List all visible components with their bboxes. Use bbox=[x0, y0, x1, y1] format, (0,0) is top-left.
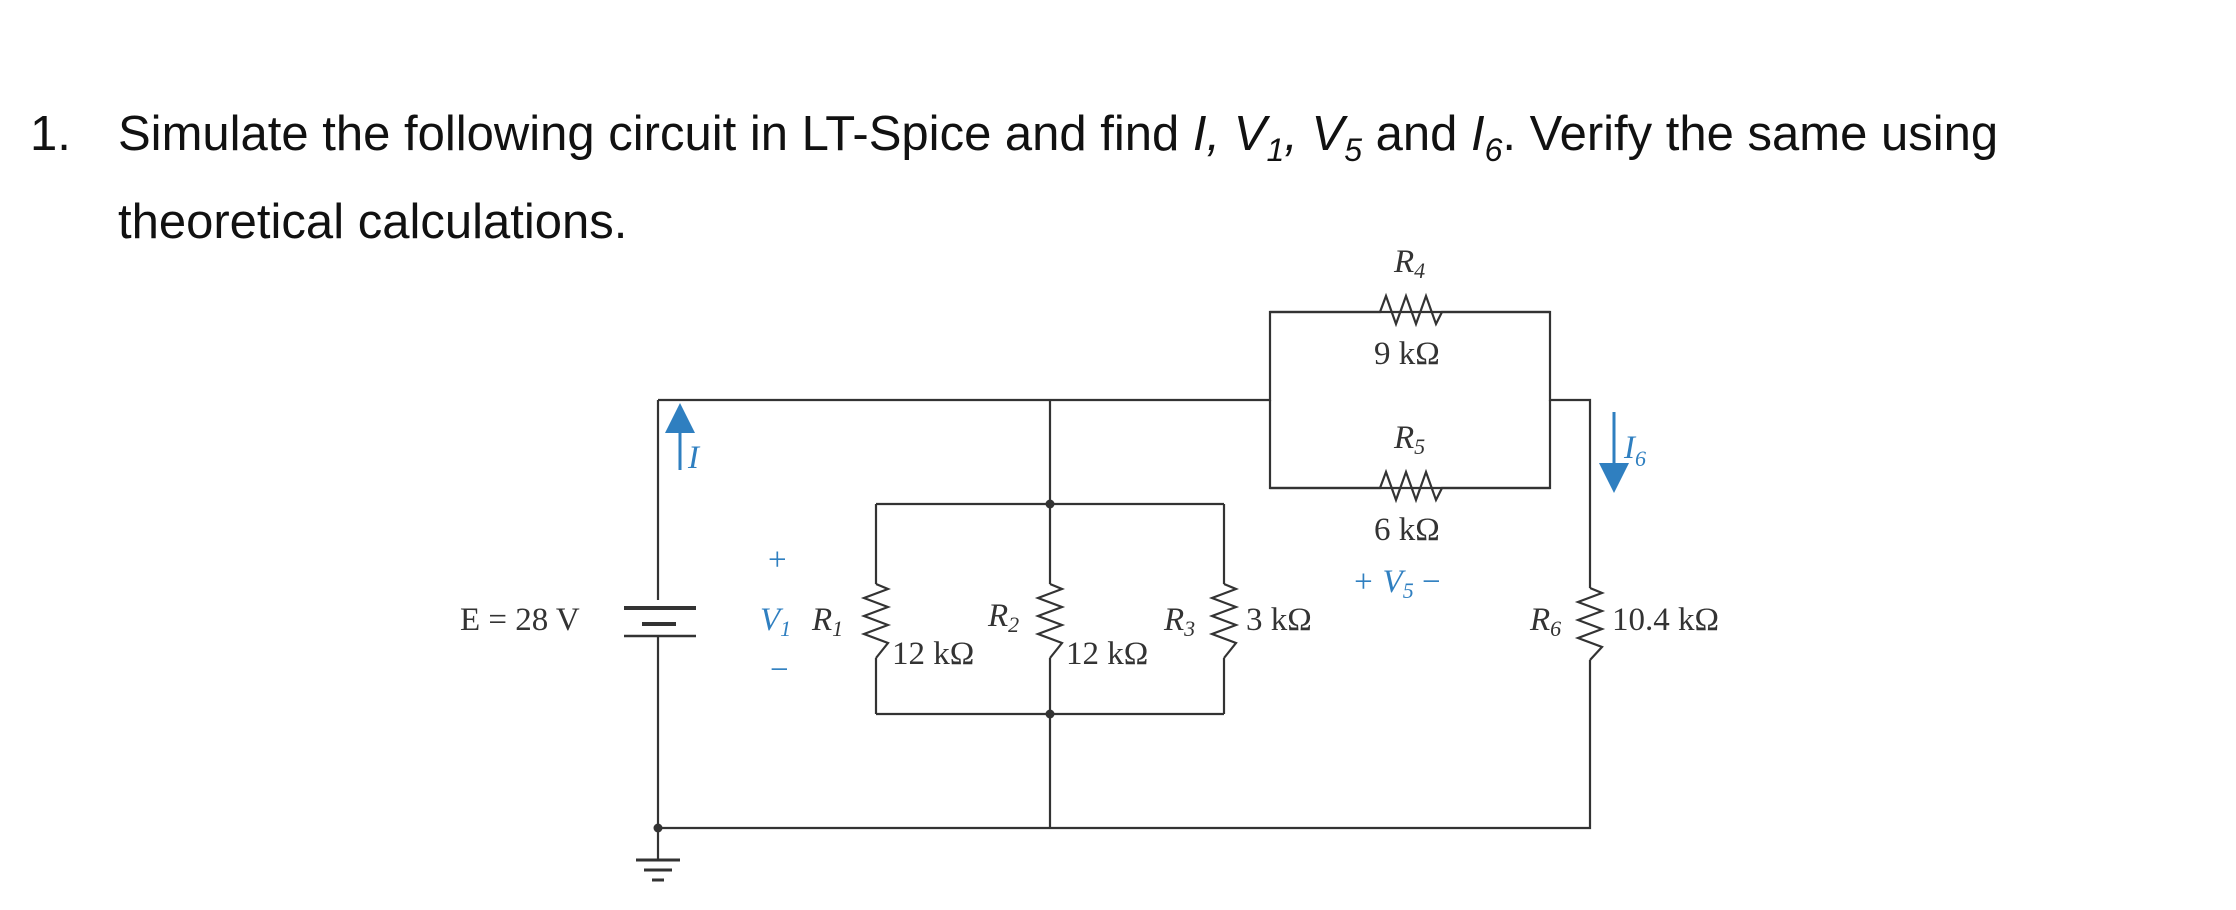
source-wire bbox=[656, 400, 1592, 830]
i6-letter: I bbox=[1623, 430, 1637, 466]
r5-value: 6 kΩ bbox=[1374, 512, 1440, 548]
r2-sub: 2 bbox=[1008, 612, 1019, 637]
r3-letter: R bbox=[1163, 602, 1184, 638]
r3-resistor-icon bbox=[1208, 582, 1240, 659]
r6-resistor-icon bbox=[1574, 586, 1606, 661]
r4-sub: 4 bbox=[1414, 258, 1425, 283]
question-text-line2: theoretical calculations. bbox=[118, 194, 628, 249]
r2-resistor-icon bbox=[1034, 582, 1066, 659]
r4-resistor-icon bbox=[1270, 292, 1550, 328]
var-v5-letter: V bbox=[1311, 107, 1345, 161]
r4-r5-loop bbox=[1268, 400, 1552, 490]
sep-2: , bbox=[1284, 107, 1312, 161]
r6-label: R6 bbox=[1529, 602, 1561, 641]
source-label: E = 28 V bbox=[460, 602, 580, 638]
r1-resistor-icon bbox=[860, 582, 892, 659]
current-i-label: I bbox=[687, 440, 701, 476]
i6-label: I6 bbox=[1623, 430, 1646, 471]
var-i: I bbox=[1192, 107, 1207, 161]
r2-label: R2 bbox=[987, 598, 1019, 637]
v5-sub: 5 bbox=[1403, 578, 1414, 603]
var-v5-sub: 5 bbox=[1344, 131, 1362, 168]
var-v1-sub: 1 bbox=[1266, 131, 1285, 168]
r2-letter: R bbox=[987, 598, 1008, 634]
r4-value: 9 kΩ bbox=[1374, 336, 1440, 372]
v5-label: + V5 − bbox=[1352, 564, 1441, 603]
ground-icon bbox=[636, 828, 680, 882]
var-v1-letter: V bbox=[1233, 107, 1267, 161]
r4-letter: R bbox=[1393, 244, 1414, 280]
v1-plus: + bbox=[768, 542, 787, 578]
v5-minus: − bbox=[1414, 564, 1441, 600]
var-i6: I6 bbox=[1470, 107, 1502, 168]
wires bbox=[653, 310, 1592, 833]
text-and: and bbox=[1361, 107, 1471, 161]
question-text: Simulate the following circuit in LT-Spi… bbox=[118, 98, 2178, 258]
r6-sub: 6 bbox=[1550, 616, 1561, 641]
var-v1: V1 bbox=[1233, 107, 1284, 168]
v1-minus: − bbox=[770, 652, 789, 688]
r3-sub: 3 bbox=[1183, 616, 1195, 641]
question-text-part1: Simulate the following circuit in LT-Spi… bbox=[118, 107, 1193, 161]
junction-top bbox=[1045, 499, 1055, 509]
i6-sub: 6 bbox=[1635, 446, 1646, 471]
var-v5: V5 bbox=[1311, 107, 1362, 168]
r6-value: 10.4 kΩ bbox=[1612, 602, 1719, 638]
r2-value: 12 kΩ bbox=[1066, 636, 1148, 672]
r4-label: R4 bbox=[1393, 244, 1425, 283]
r6-letter: R bbox=[1529, 602, 1550, 638]
r5-letter: R bbox=[1393, 420, 1414, 456]
r5-label: R5 bbox=[1393, 420, 1425, 459]
r5-resistor-icon bbox=[1270, 468, 1550, 504]
r1-value: 12 kΩ bbox=[892, 636, 974, 672]
battery-symbol bbox=[624, 606, 696, 638]
r1-letter: R bbox=[811, 602, 832, 638]
r1-label: R1 bbox=[811, 602, 843, 641]
var-i6-sub: 6 bbox=[1484, 131, 1503, 168]
v1-letter: V bbox=[760, 602, 784, 638]
v1-label: V1 bbox=[760, 602, 791, 641]
question-text-part2: . Verify the same using bbox=[1502, 107, 1999, 161]
sep-1: , bbox=[1206, 107, 1234, 161]
var-i6-letter: I bbox=[1470, 107, 1485, 161]
v1-sub: 1 bbox=[780, 616, 791, 641]
junction-bottom bbox=[1045, 709, 1055, 719]
r1-sub: 1 bbox=[832, 616, 843, 641]
question-number: 1. bbox=[30, 107, 71, 161]
v5-letter: + V bbox=[1352, 564, 1407, 600]
r3-label: R3 bbox=[1163, 602, 1195, 641]
r3-value: 3 kΩ bbox=[1246, 602, 1312, 638]
r5-sub: 5 bbox=[1414, 434, 1425, 459]
top-wire bbox=[658, 310, 1592, 588]
